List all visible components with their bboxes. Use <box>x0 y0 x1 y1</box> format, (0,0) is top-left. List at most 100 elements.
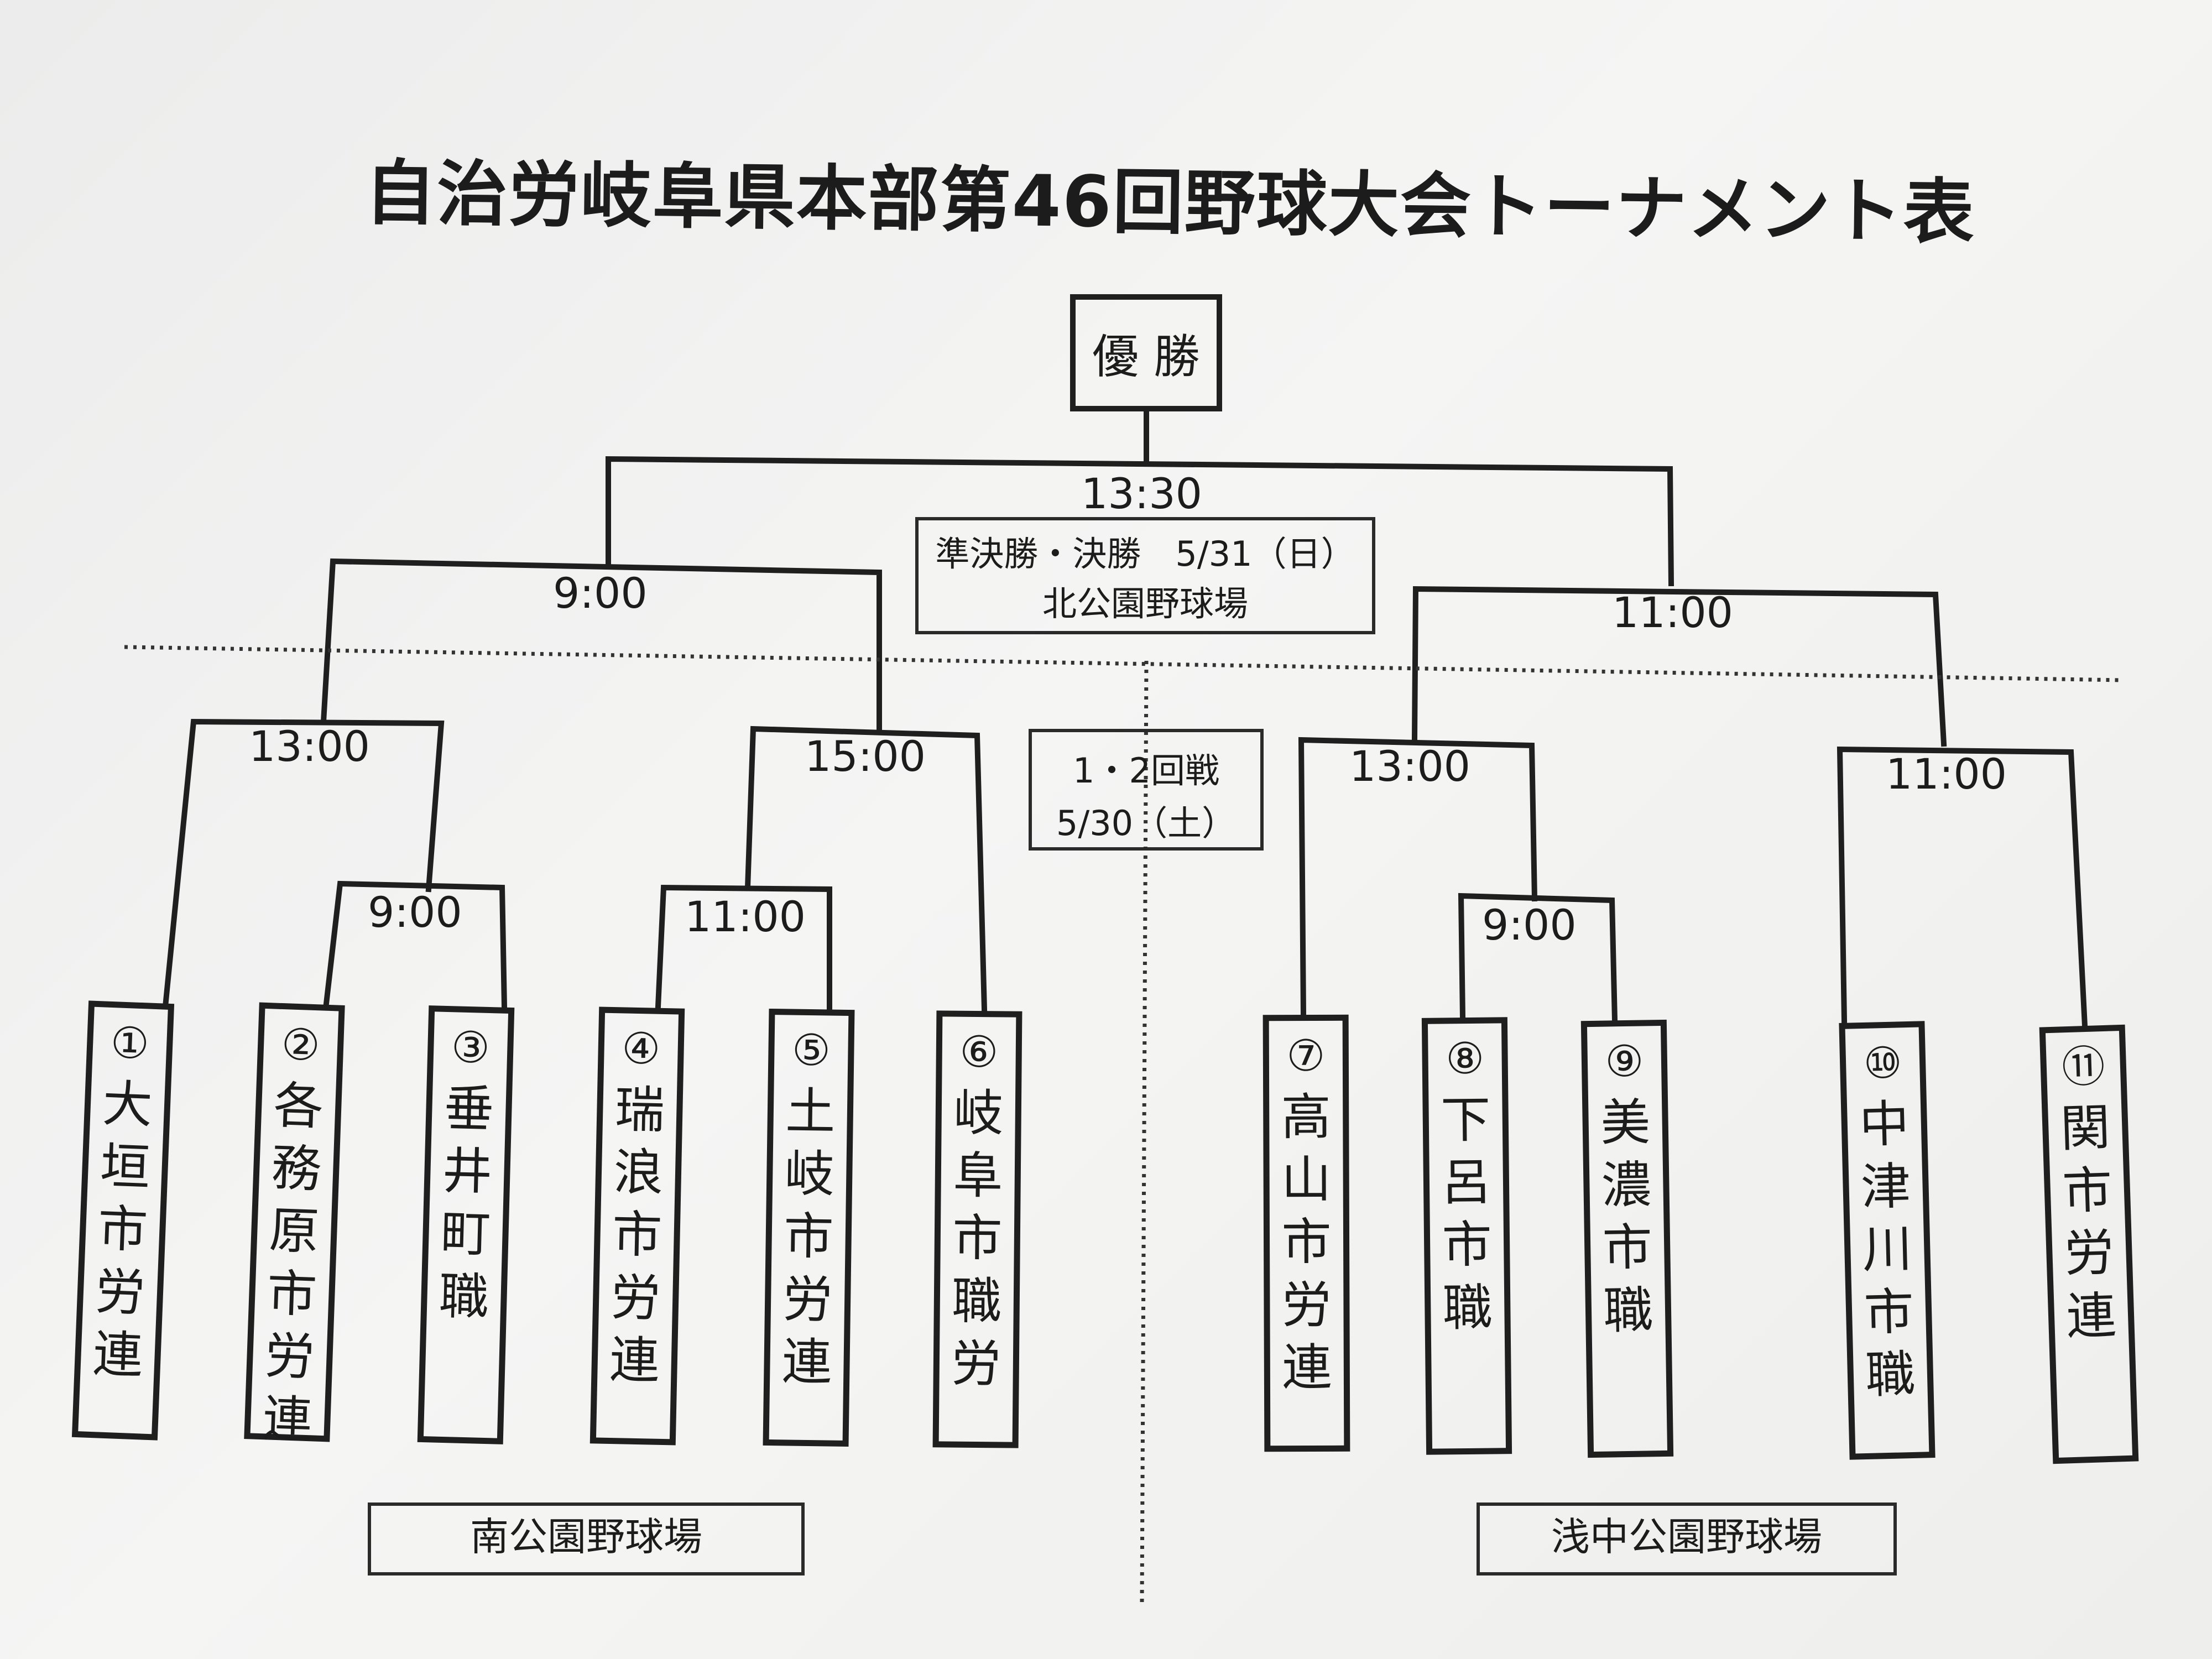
team-name-char: 関 <box>2059 1098 2111 1159</box>
venue-south-box: 南公園野球場 <box>368 1503 805 1575</box>
team-number: ⑦ <box>1286 1031 1326 1082</box>
team-number: ⑥ <box>959 1027 999 1078</box>
team-name-char: 市 <box>612 1206 663 1265</box>
team-name-char: 美 <box>1600 1093 1651 1152</box>
team-name-char: 下 <box>1440 1091 1491 1150</box>
team-name: 高山市労連 <box>1269 1086 1344 1399</box>
match-time-1-23: 13:00 <box>249 722 371 771</box>
team-name-char: 瑞 <box>614 1080 665 1140</box>
team-name-char: 高 <box>1281 1088 1331 1146</box>
semifinal-info-date: 準決勝・決勝 5/31（日） <box>935 534 1355 574</box>
team-name-char: 市 <box>266 1264 318 1324</box>
team-name: 瑞浪市労連 <box>597 1078 677 1393</box>
team-name: 土岐市労連 <box>770 1080 848 1395</box>
semifinal-right-time: 11:00 <box>1612 588 1734 637</box>
team-name: 下呂市職 <box>1428 1088 1505 1340</box>
venue-south-label: 南公園野球場 <box>470 1514 702 1559</box>
team-name-char: 連 <box>262 1389 314 1449</box>
team-name-char: 連 <box>609 1331 660 1391</box>
rounds-info-box: 1・2回戦 5/30（土） <box>1029 729 1264 851</box>
round-divider-dotted-line <box>124 645 2124 682</box>
team-name-char: 垂 <box>443 1079 495 1139</box>
team-name-char: 各 <box>273 1076 325 1136</box>
team-number: ⑤ <box>791 1025 831 1076</box>
team-name-char: 職 <box>438 1267 490 1327</box>
team-name-char: 労 <box>94 1262 147 1323</box>
bracket-line-semi-left <box>320 558 882 732</box>
team-name-char: 濃 <box>1601 1156 1652 1215</box>
match-time-4-5: 11:00 <box>685 892 806 941</box>
bracket-line-m-4-5 <box>655 884 832 1012</box>
team-name: 岐阜市職労 <box>939 1082 1015 1396</box>
team-name-char: 浪 <box>613 1143 664 1203</box>
bracket-line-m-45-6 <box>744 726 988 1013</box>
bracket-line-m-1-23 <box>163 718 445 1004</box>
team-name-char: 市 <box>952 1209 1003 1268</box>
final-time: 13:30 <box>1081 469 1203 518</box>
team-name-char: 市 <box>2061 1161 2114 1221</box>
bracket-line-m-8-9 <box>1458 893 1618 1024</box>
team-name-char: 川 <box>1861 1220 1913 1280</box>
team-name-char: 岐 <box>953 1084 1004 1143</box>
team-name-char: 市 <box>1863 1282 1914 1342</box>
team-name-char: 労 <box>782 1270 833 1329</box>
team-name-char: 連 <box>781 1333 832 1392</box>
team-name-char: 阜 <box>952 1146 1003 1206</box>
team-name-char: 連 <box>2065 1286 2117 1347</box>
team-name-char: 中 <box>1859 1094 1910 1154</box>
team-name-char: 市 <box>1601 1218 1653 1278</box>
team-name-char: 町 <box>440 1204 492 1264</box>
match-time-8-9: 9:00 <box>1482 900 1577 950</box>
team-name-char: 労 <box>951 1334 1001 1394</box>
team-number: ⑪ <box>2061 1041 2106 1093</box>
team-name-char: 呂 <box>1441 1153 1492 1212</box>
team-name: 大垣市労連 <box>80 1072 166 1388</box>
team-name-char: 井 <box>441 1141 493 1202</box>
team-name-char: 市 <box>1281 1213 1332 1272</box>
team-name-char: 土 <box>785 1082 836 1141</box>
team-name-char: 務 <box>270 1139 322 1199</box>
team-name-char: 市 <box>783 1207 834 1267</box>
team-name: 関市労連 <box>2048 1096 2129 1349</box>
team-number: ⑧ <box>1445 1034 1485 1084</box>
team-name-char: 連 <box>92 1325 144 1385</box>
semifinal-info-box: 準決勝・決勝 5/31（日） 北公園野球場 <box>915 517 1375 634</box>
match-time-7-89: 13:00 <box>1349 742 1471 791</box>
bracket-line-m-2-3 <box>323 880 508 1010</box>
venue-divider-dotted-line <box>1140 660 1149 1604</box>
team-name-char: 市 <box>96 1199 149 1260</box>
team-number: ⑨ <box>1604 1036 1645 1087</box>
team-name-char: 市 <box>1442 1215 1493 1275</box>
team-name-char: 労 <box>2063 1224 2115 1284</box>
match-time-10-11: 11:00 <box>1886 749 2007 799</box>
team-name-char: 津 <box>1860 1157 1912 1217</box>
team-name-char: 山 <box>1281 1150 1332 1209</box>
match-time-45-6: 15:00 <box>805 732 926 781</box>
bracket-line-m-10-11 <box>1837 746 2088 1029</box>
team-name-char: 岐 <box>784 1145 835 1204</box>
team-name: 各務原市労連 <box>250 1074 337 1453</box>
bracket-line-m-7-89 <box>1298 737 1538 1018</box>
semifinal-left-time: 9:00 <box>553 568 648 618</box>
venue-asanaka-box: 浅中公園野球場 <box>1477 1503 1897 1575</box>
team-name-char: 職 <box>1442 1279 1493 1338</box>
team-number: ⑩ <box>1863 1038 1903 1089</box>
team-name-char: 労 <box>610 1268 661 1328</box>
team-name-char: 職 <box>951 1272 1002 1331</box>
venue-asanaka-label: 浅中公園野球場 <box>1551 1514 1822 1559</box>
team-number: ① <box>109 1018 150 1070</box>
bracket-line-semi-right <box>1411 586 1947 747</box>
champion-box: 優 勝 <box>1070 294 1222 411</box>
rounds-info-label: 1・2回戦 <box>1073 750 1219 791</box>
